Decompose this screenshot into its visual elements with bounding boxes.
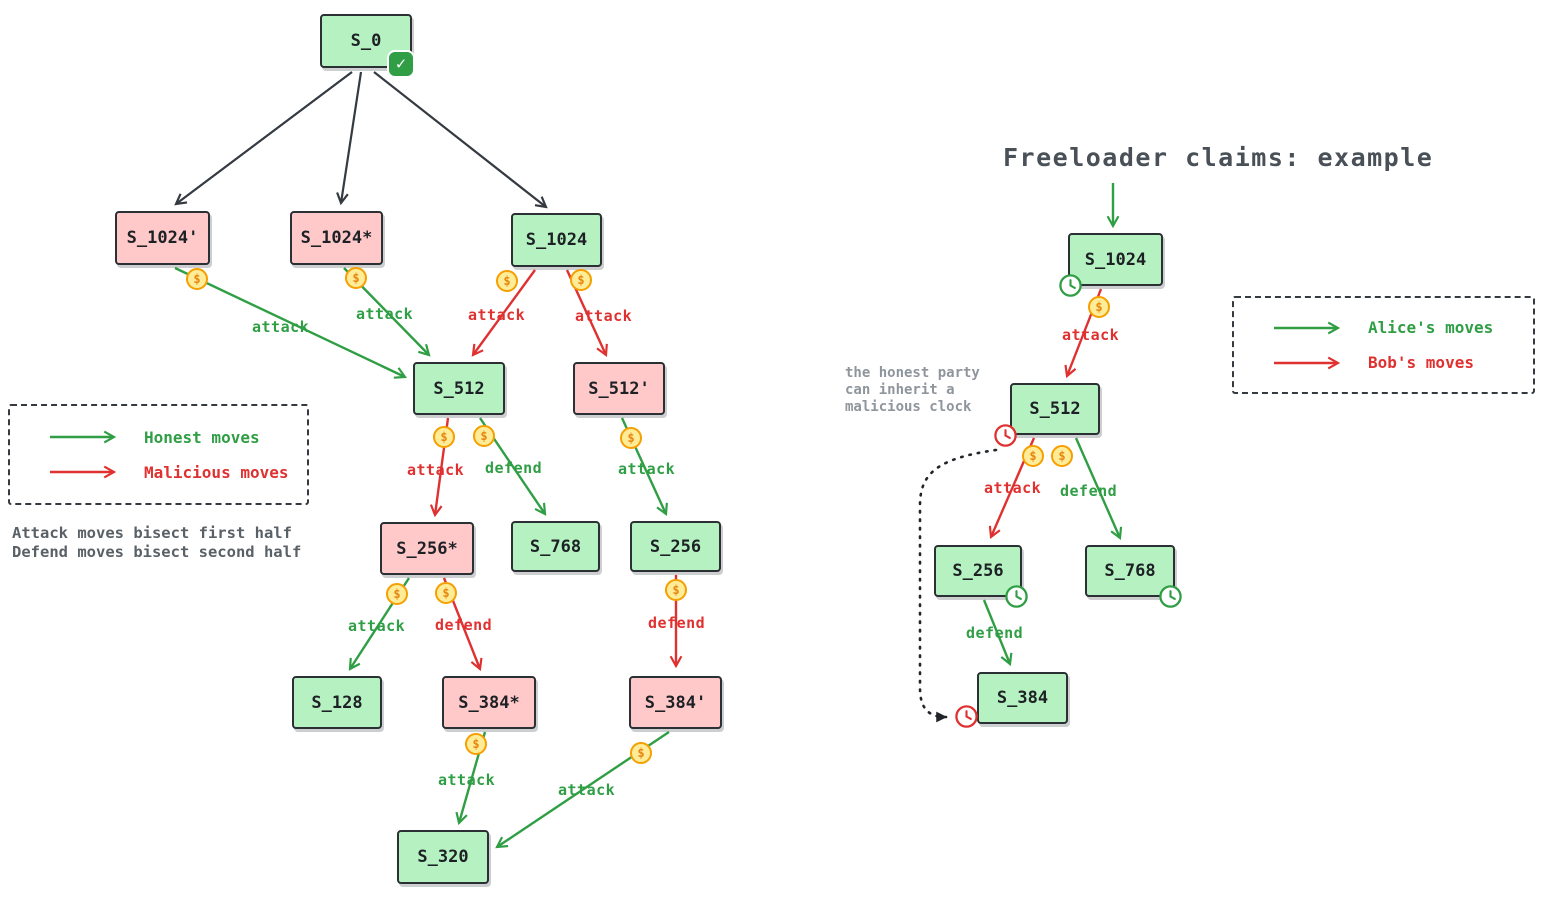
node-s512: S_512 [413, 362, 505, 415]
label-attack: attack [252, 318, 310, 336]
inherit-clock-note-line1: the honest party [845, 365, 980, 381]
check-icon: ✓ [387, 50, 415, 78]
bisect-note-line1: Attack moves bisect first half [12, 524, 292, 542]
red-arrow-icon [1274, 356, 1350, 370]
legend-honest-label: Honest moves [144, 427, 260, 447]
label-defend: defend [966, 624, 1024, 642]
node-r-s768: S_768 [1085, 545, 1175, 597]
green-arrow-icon [1274, 321, 1350, 335]
coin-icon: $ [570, 269, 592, 291]
legend-left: Honest moves Malicious moves [8, 404, 309, 505]
coin-icon: $ [1022, 445, 1044, 467]
node-s320: S_320 [397, 830, 489, 884]
coin-icon: $ [433, 426, 455, 448]
inherit-clock-note-line2: can inherit a [845, 382, 955, 398]
node-r-s384: S_384 [977, 672, 1068, 724]
coin-icon: $ [465, 733, 487, 755]
legend-bob-row: Bob's moves [1272, 353, 1533, 372]
legend-bob-label: Bob's moves [1368, 353, 1474, 372]
inherit-clock-note: the honest party can inherit a malicious… [845, 365, 980, 416]
coin-icon: $ [186, 268, 208, 290]
coin-icon: $ [1088, 296, 1110, 318]
node-r-s256: S_256 [934, 545, 1022, 597]
node-r-s512: S_512 [1010, 383, 1100, 435]
label-defend: defend [648, 614, 706, 632]
node-s256: S_256 [630, 521, 721, 572]
node-s384-prime: S_384' [629, 676, 722, 729]
node-s256-star: S_256* [380, 522, 474, 575]
coin-icon: $ [665, 579, 687, 601]
right-diagram-title: Freeloader claims: example [1003, 143, 1434, 172]
label-attack: attack [407, 461, 465, 479]
node-s768: S_768 [511, 521, 600, 572]
legend-right: Alice's moves Bob's moves [1232, 296, 1535, 394]
green-arrow-icon [50, 430, 126, 444]
node-s1024-star: S_1024* [290, 211, 383, 265]
label-attack: attack [558, 781, 616, 799]
edge-s0-s1024prime [176, 71, 353, 204]
label-attack: attack [575, 307, 633, 325]
node-s1024-prime: S_1024' [115, 211, 210, 265]
node-s1024: S_1024 [511, 213, 602, 267]
legend-alice-row: Alice's moves [1272, 318, 1533, 337]
coin-icon: $ [620, 427, 642, 449]
green-clock-icon [1158, 584, 1183, 609]
legend-honest-row: Honest moves [48, 428, 307, 447]
label-attack: attack [618, 460, 676, 478]
red-clock-icon [993, 423, 1018, 448]
edge-s0-s1024star [341, 71, 363, 203]
label-defend: defend [485, 459, 543, 477]
bisect-note-line2: Defend moves bisect second half [12, 543, 302, 561]
label-defend: defend [1060, 482, 1118, 500]
legend-malicious-label: Malicious moves [144, 462, 289, 482]
coin-icon: $ [345, 267, 367, 289]
coin-icon: $ [630, 742, 652, 764]
coin-icon: $ [386, 583, 408, 605]
legend-malicious-row: Malicious moves [48, 463, 307, 482]
label-attack: attack [438, 771, 496, 789]
label-attack: attack [1062, 326, 1120, 344]
label-attack: attack [984, 479, 1042, 497]
legend-alice-label: Alice's moves [1368, 318, 1494, 337]
inherit-clock-note-line3: malicious clock [845, 399, 972, 415]
green-clock-icon [1058, 273, 1083, 298]
coin-icon: $ [496, 270, 518, 292]
label-defend: defend [435, 616, 493, 634]
coin-icon: $ [473, 425, 495, 447]
coin-icon: $ [1051, 445, 1073, 467]
coin-icon: $ [435, 582, 457, 604]
node-s512-prime: S_512' [573, 362, 665, 415]
node-s128: S_128 [292, 676, 382, 729]
edge-s0-s1024 [373, 71, 546, 207]
label-attack: attack [468, 306, 526, 324]
bisect-note: Attack moves bisect first half Defend mo… [12, 524, 301, 562]
node-s384-star: S_384* [442, 676, 536, 729]
red-arrow-icon [50, 465, 126, 479]
node-r-s1024: S_1024 [1068, 233, 1163, 286]
red-clock-icon [954, 704, 979, 729]
label-attack: attack [356, 305, 414, 323]
label-attack: attack [348, 617, 406, 635]
green-clock-icon [1004, 584, 1029, 609]
